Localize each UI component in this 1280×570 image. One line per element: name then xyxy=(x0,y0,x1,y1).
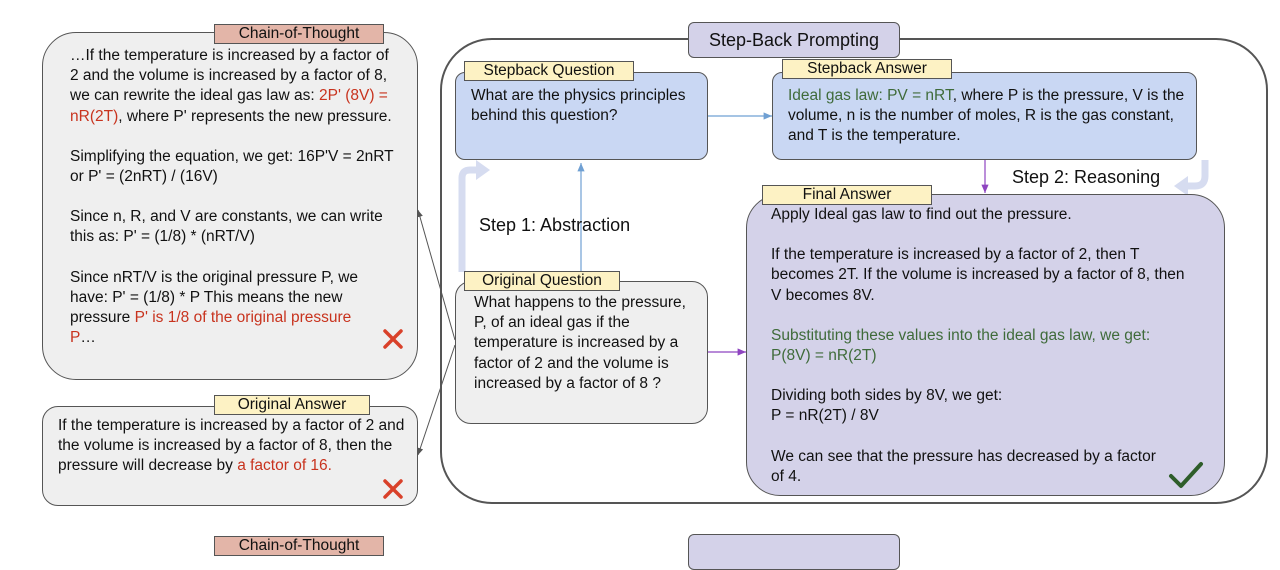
reasoning-curve-head xyxy=(1174,176,1188,196)
arrow-to-original-answer xyxy=(417,344,456,456)
original-answer-tag: Original Answer xyxy=(214,395,370,415)
arrow-to-chain-of-thought xyxy=(417,209,456,341)
final-answer-text: Apply Ideal gas law to find out the pres… xyxy=(771,205,1191,487)
chain-of-thought-box xyxy=(42,32,418,380)
final-answer-tag: Final Answer xyxy=(762,185,932,205)
final-answer-box xyxy=(746,194,1225,496)
check-mark-icon xyxy=(1169,462,1203,488)
step-back-title: Step-Back Prompting xyxy=(688,22,900,58)
abstraction-curve-head xyxy=(476,160,490,180)
cot-paragraph-3: Since n, R, and V are constants, we can … xyxy=(70,208,383,246)
step-2-label: Step 2: Reasoning xyxy=(1012,167,1161,187)
chain-of-thought-text: …If the temperature is increased by a fa… xyxy=(70,46,400,348)
bottom-chain-of-thought-tag: Chain-of-Thought xyxy=(214,536,384,556)
final-paragraph-3: Substituting these values into the ideal… xyxy=(771,326,1151,365)
abstraction-curve-icon xyxy=(458,166,478,272)
final-paragraph-4: Dividing both sides by 8V, we get:P = nR… xyxy=(771,387,1003,425)
stepback-answer-text: Ideal gas law: PV = nRT, where P is the … xyxy=(788,87,1185,145)
cot-paragraph-2: Simplifying the equation, we get: 16P'V … xyxy=(70,147,394,186)
stepback-answer-box xyxy=(772,72,1197,160)
x-mark-icon xyxy=(383,329,403,349)
connector-lines xyxy=(417,112,1209,456)
stepback-question-tag: Stepback Question xyxy=(464,61,634,81)
original-question-text: What happens to the pressure, P, of an i… xyxy=(474,294,686,392)
stepback-question-text: What are the physics principles behind t… xyxy=(471,87,686,125)
final-paragraph-1: Apply Ideal gas law to find out the pres… xyxy=(771,206,1072,223)
reasoning-curve-icon xyxy=(1186,160,1209,190)
original-answer-text: If the temperature is increased by a fac… xyxy=(58,417,405,475)
original-question-box xyxy=(455,281,708,424)
stepback-answer-tag: Stepback Answer xyxy=(782,59,952,79)
final-paragraph-2: If the temperature is increased by a fac… xyxy=(771,246,1185,304)
final-paragraph-5: We can see that the pressure has decreas… xyxy=(771,447,1156,485)
chain-of-thought-tag: Chain-of-Thought xyxy=(214,24,384,44)
step-1-label: Step 1: Abstraction xyxy=(479,215,631,235)
cot-paragraph-4: Since nRT/V is the original pressure P, … xyxy=(70,268,359,347)
x-mark-icon xyxy=(383,479,403,499)
bottom-step-back-title xyxy=(688,534,900,570)
original-question-tag: Original Question xyxy=(464,271,620,291)
cot-paragraph-1: …If the temperature is increased by a fa… xyxy=(70,47,392,125)
